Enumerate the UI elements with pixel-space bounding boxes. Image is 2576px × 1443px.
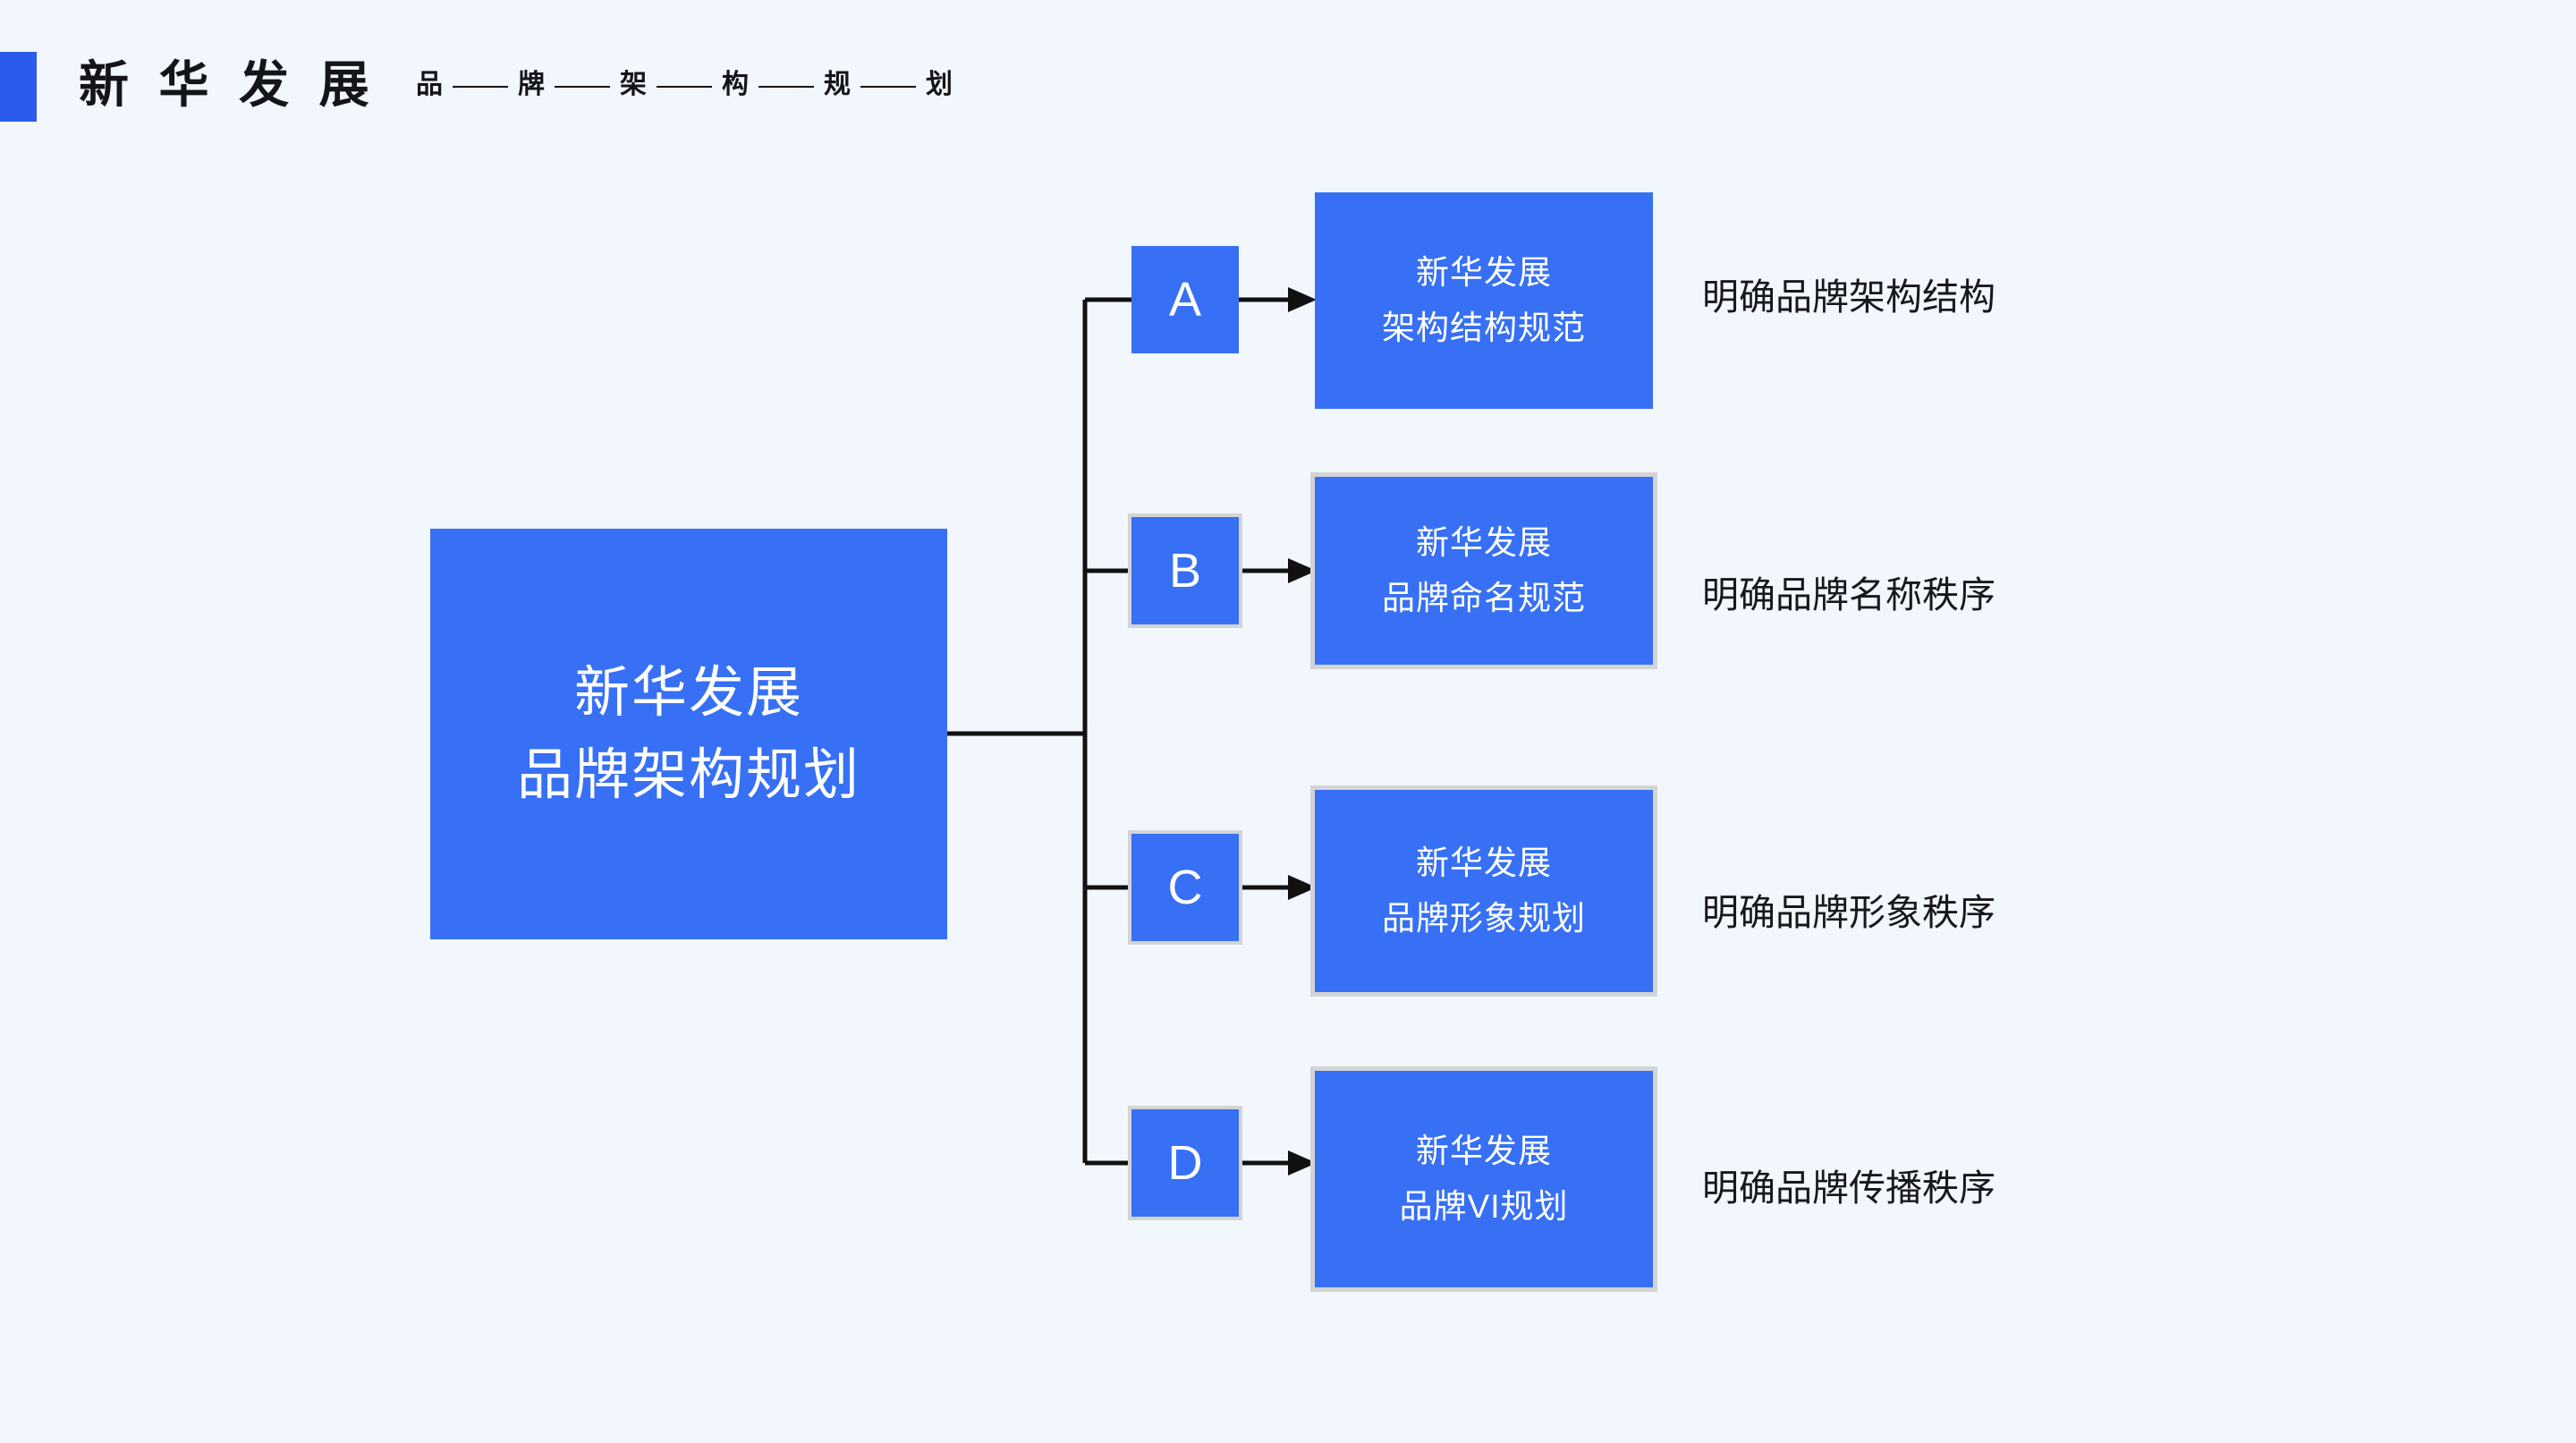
branch-content-d-line-1: 新华发展 bbox=[1416, 1133, 1552, 1169]
branch-outcome-label-b: 明确品牌名称秩序 bbox=[1702, 574, 1996, 615]
branch-content-box-d[interactable]: 新华发展 品牌VI规划 bbox=[1315, 1071, 1653, 1287]
branch-content-d-line-2: 品牌VI规划 bbox=[1399, 1188, 1569, 1225]
header-subtitle-dash-1 bbox=[555, 86, 610, 88]
root-node-box[interactable]: 新华发展 品牌架构规划 bbox=[430, 529, 947, 939]
branch-letter-box-c[interactable]: C bbox=[1131, 834, 1239, 941]
header-subtitle-dash-0 bbox=[453, 86, 508, 88]
branch-content-box-a[interactable]: 新华发展 架构结构规范 bbox=[1315, 192, 1653, 409]
branch-content-a-line-2: 架构结构规范 bbox=[1382, 310, 1586, 346]
branch-letter-box-a[interactable]: A bbox=[1131, 246, 1239, 353]
branch-outcome-label-c: 明确品牌形象秩序 bbox=[1702, 892, 1996, 933]
branch-letter-d: D bbox=[1167, 1136, 1203, 1190]
header-subtitle-char-2: 架 bbox=[620, 70, 647, 99]
header-subtitle-dash-4 bbox=[860, 86, 916, 88]
page-title: 新 华 发 展 bbox=[79, 56, 377, 113]
root-node-line-1: 新华发展 bbox=[573, 661, 803, 724]
branch-outcome-label-d: 明确品牌传播秩序 bbox=[1702, 1167, 1996, 1209]
header-subtitle: 品 牌 架 构 规 划 bbox=[416, 64, 953, 106]
header-subtitle-char-1: 牌 bbox=[518, 70, 545, 99]
branch-letter-box-b[interactable]: B bbox=[1131, 517, 1239, 624]
branch-content-box-c[interactable]: 新华发展 品牌形象规划 bbox=[1315, 790, 1653, 992]
branch-content-c-line-1: 新华发展 bbox=[1416, 845, 1552, 881]
header-subtitle-dash-2 bbox=[657, 86, 712, 88]
branch-outcome-label-a: 明确品牌架构结构 bbox=[1702, 276, 1996, 318]
branch-content-b-line-1: 新华发展 bbox=[1416, 524, 1552, 561]
branch-letter-c: C bbox=[1167, 861, 1203, 914]
branch-content-box-b[interactable]: 新华发展 品牌命名规范 bbox=[1315, 477, 1653, 665]
branch-letter-box-d[interactable]: D bbox=[1131, 1109, 1239, 1217]
header-accent-bar bbox=[0, 52, 37, 122]
slide-footer: 和与德 HE DE 品牌咨詢| 設計| 數字化 / 辰源传播集团 / H&D C… bbox=[0, 1342, 2576, 1443]
branch-content-b-line-2: 品牌命名规范 bbox=[1382, 580, 1586, 616]
header-subtitle-char-5: 划 bbox=[926, 70, 953, 99]
header-subtitle-char-3: 构 bbox=[722, 70, 749, 99]
header-subtitle-char-4: 规 bbox=[824, 70, 851, 99]
header-subtitle-dash-3 bbox=[758, 86, 814, 88]
header-subtitle-char-0: 品 bbox=[416, 70, 443, 99]
branch-letter-a: A bbox=[1168, 273, 1202, 327]
branch-letter-b: B bbox=[1168, 544, 1202, 598]
branch-content-c-line-2: 品牌形象规划 bbox=[1382, 900, 1586, 937]
root-node-line-2: 品牌架构规划 bbox=[516, 743, 860, 806]
branch-content-a-line-1: 新华发展 bbox=[1416, 254, 1552, 291]
